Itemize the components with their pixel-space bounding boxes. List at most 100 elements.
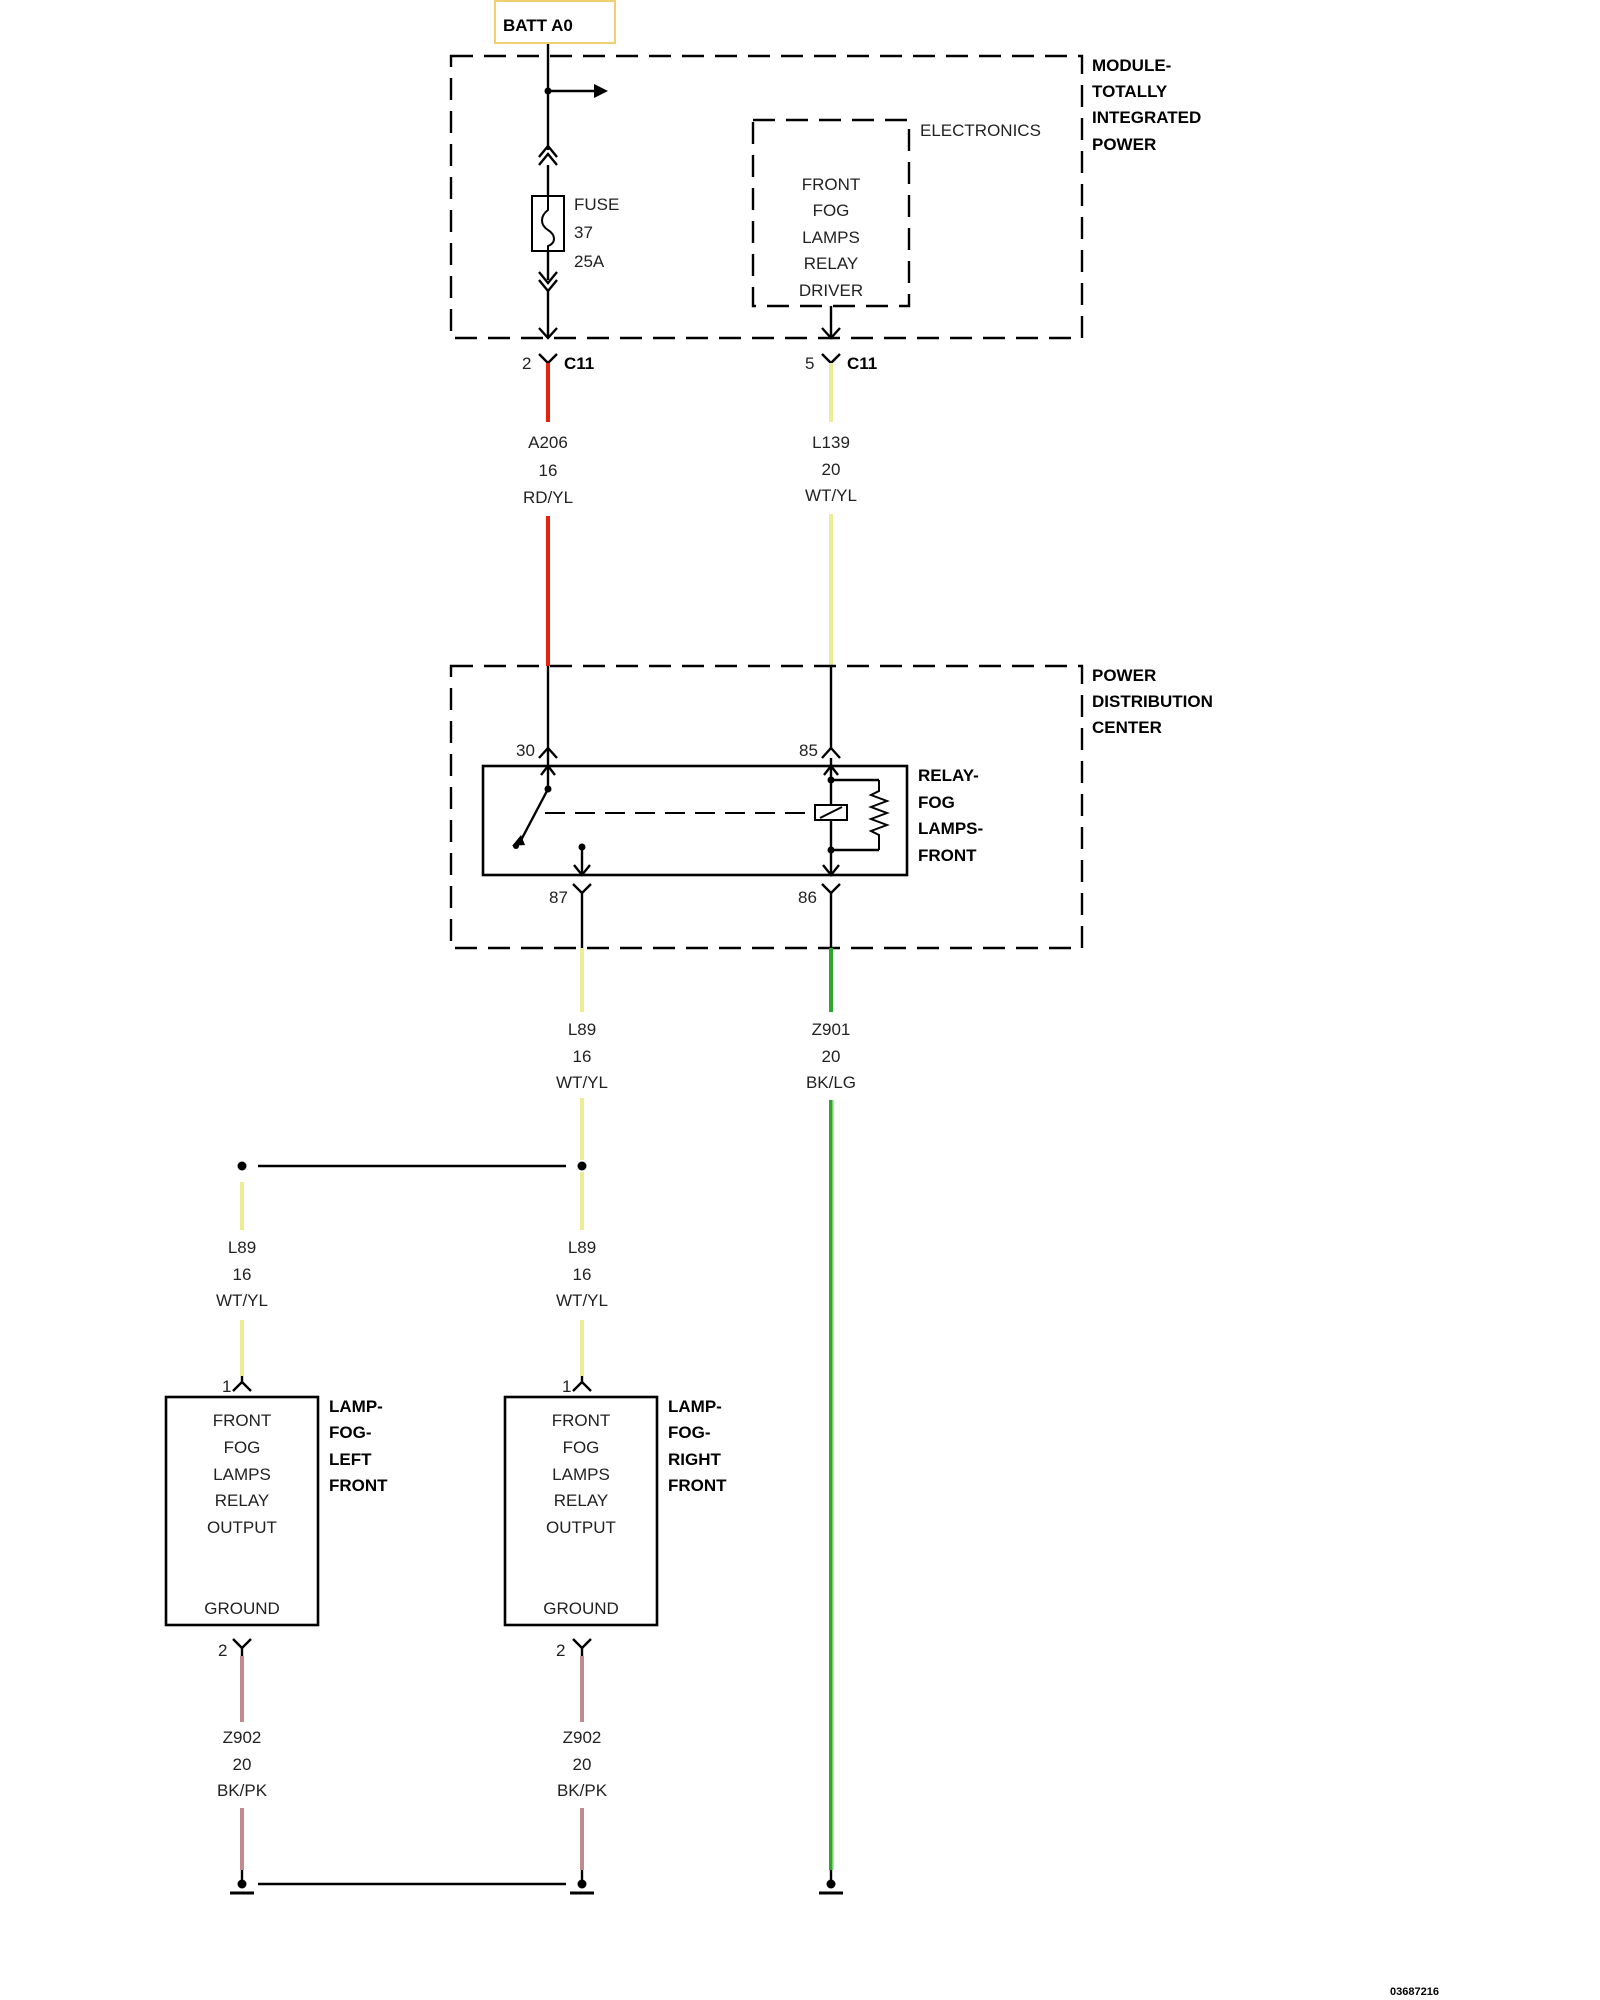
relay-pin-86: 86 bbox=[798, 883, 841, 948]
relay-pin-number: 85 bbox=[799, 741, 818, 760]
connector-pin-number: 5 bbox=[805, 354, 814, 373]
electronics-box-border bbox=[751, 118, 911, 308]
wire-gauge: 20 bbox=[573, 1755, 592, 1774]
electronics-line: FRONT bbox=[802, 175, 861, 194]
ground-left-icon bbox=[230, 1879, 254, 1895]
wire-id: Z902 bbox=[223, 1728, 262, 1747]
splice-l89 bbox=[237, 1161, 587, 1171]
relay-pin-number: 86 bbox=[798, 888, 817, 907]
wire-color-code: WT/YL bbox=[216, 1291, 268, 1310]
pdc-border bbox=[449, 664, 1084, 950]
wire-id: L139 bbox=[812, 433, 850, 452]
tipm-module-border bbox=[449, 54, 1084, 340]
electronics-line: DRIVER bbox=[799, 281, 863, 300]
tipm-label-line: TOTALLY bbox=[1092, 82, 1168, 101]
lamp-right-pin-1: 1 bbox=[562, 1377, 592, 1396]
tipm-label-line: MODULE- bbox=[1092, 56, 1171, 75]
connector-pin-number: 2 bbox=[556, 1641, 565, 1660]
wire-gauge: 16 bbox=[573, 1265, 592, 1284]
tipm-module-label: MODULE- TOTALLY INTEGRATED POWER bbox=[1092, 56, 1201, 154]
wire-id: L89 bbox=[228, 1238, 256, 1257]
lamp-right-pin-2: 2 bbox=[556, 1638, 592, 1660]
wire-gauge: 16 bbox=[539, 461, 558, 480]
diagram-code: 03687216 bbox=[1390, 1986, 1439, 1998]
lamp-box bbox=[164, 1395, 320, 1627]
relay-box bbox=[481, 764, 909, 877]
lamp-name-line: LEFT bbox=[329, 1450, 372, 1469]
wire-z902-left: Z902 20 BK/PK bbox=[217, 1656, 268, 1884]
ground-z901-icon bbox=[819, 1879, 843, 1895]
connector-pin-number: 2 bbox=[218, 1641, 227, 1660]
fuse-label: FUSE bbox=[574, 195, 619, 214]
wire-gauge: 20 bbox=[822, 460, 841, 479]
pdc-label-line: CENTER bbox=[1092, 718, 1162, 737]
wire-gauge: 20 bbox=[233, 1755, 252, 1774]
fuse-rating: 25A bbox=[574, 252, 605, 271]
connector-name: C11 bbox=[847, 354, 877, 373]
wire-gauge: 16 bbox=[233, 1265, 252, 1284]
lamp-inner-line: FOG bbox=[224, 1438, 261, 1457]
lamp-left-pin-2: 2 bbox=[218, 1638, 252, 1660]
pdc-label-line: POWER bbox=[1092, 666, 1156, 685]
lamp-inner-line: LAMPS bbox=[552, 1465, 610, 1484]
wire-color-code: RD/YL bbox=[523, 488, 573, 507]
electronics-line: RELAY bbox=[804, 254, 859, 273]
lamp-left-pin-1: 1 bbox=[222, 1377, 252, 1396]
wire-color-code: WT/YL bbox=[805, 486, 857, 505]
lamp-name-line: LAMP- bbox=[329, 1397, 383, 1416]
lamp-ground-label: GROUND bbox=[543, 1599, 619, 1618]
wire-id: Z902 bbox=[563, 1728, 602, 1747]
battery-label: BATT A0 bbox=[503, 16, 573, 35]
lamp-inner-line: RELAY bbox=[554, 1491, 609, 1510]
lamp-name-line: LAMP- bbox=[668, 1397, 722, 1416]
connector-c11-pin2: 2 C11 bbox=[522, 353, 594, 373]
lamp-fog-left-front: FRONT FOG LAMPS RELAY OUTPUT GROUND LAMP… bbox=[164, 1395, 388, 1627]
electronics-label: ELECTRONICS bbox=[920, 121, 1041, 140]
lamp-inner-line: FRONT bbox=[552, 1411, 611, 1430]
batt-feed-line bbox=[544, 44, 608, 150]
electronics-line: LAMPS bbox=[802, 228, 860, 247]
ground-right-icon bbox=[570, 1879, 594, 1895]
relay-label-line: FRONT bbox=[918, 846, 977, 865]
connector-name: C11 bbox=[564, 354, 594, 373]
relay-pin-30: 30 bbox=[516, 741, 558, 760]
tipm-label-line: INTEGRATED bbox=[1092, 108, 1201, 127]
wire-a206: A206 16 RD/YL bbox=[523, 363, 573, 748]
lamp-name-line: FRONT bbox=[668, 1476, 727, 1495]
wire-l139: L139 20 WT/YL bbox=[805, 363, 857, 748]
relay-label-line: FOG bbox=[918, 793, 955, 812]
wire-color-code: BK/PK bbox=[217, 1781, 268, 1800]
electronics-line: FOG bbox=[813, 201, 850, 220]
lamp-name-line: RIGHT bbox=[668, 1450, 722, 1469]
relay-label-line: LAMPS- bbox=[918, 819, 983, 838]
wire-color-code: WT/YL bbox=[556, 1291, 608, 1310]
electronics-driver-label: FRONT FOG LAMPS RELAY DRIVER bbox=[799, 175, 863, 300]
lamp-name-line: FOG- bbox=[668, 1423, 711, 1442]
connector-pin-number: 2 bbox=[522, 354, 531, 373]
lamp-fog-right-front: FRONT FOG LAMPS RELAY OUTPUT GROUND LAMP… bbox=[503, 1395, 727, 1627]
wire-l89-left: L89 16 WT/YL bbox=[216, 1182, 268, 1382]
relay-pin-number: 30 bbox=[516, 741, 535, 760]
driver-output-line bbox=[821, 306, 841, 340]
lamp-inner-line: FRONT bbox=[213, 1411, 272, 1430]
wire-l89-right: L89 16 WT/YL bbox=[556, 1182, 608, 1382]
lamp-box bbox=[503, 1395, 659, 1627]
connector-pin-number: 1 bbox=[222, 1377, 231, 1396]
battery-label-box: BATT A0 bbox=[494, 0, 616, 44]
wire-id: Z901 bbox=[812, 1020, 851, 1039]
relay-pin-87: 87 bbox=[549, 883, 592, 948]
fuse-37: FUSE 37 25A bbox=[531, 144, 619, 340]
connector-c11-pin5: 5 C11 bbox=[805, 353, 877, 373]
relay-switch bbox=[512, 748, 815, 877]
wire-z901: Z901 20 BK/LG bbox=[806, 948, 856, 1884]
wire-id: L89 bbox=[568, 1238, 596, 1257]
wire-l89-main: L89 16 WT/YL bbox=[556, 948, 608, 1230]
tipm-label-line: POWER bbox=[1092, 135, 1156, 154]
lamp-name-line: FOG- bbox=[329, 1423, 372, 1442]
lamp-inner-line: FOG bbox=[563, 1438, 600, 1457]
lamp-name-line: FRONT bbox=[329, 1476, 388, 1495]
lamp-inner-line: OUTPUT bbox=[546, 1518, 616, 1537]
wire-id: A206 bbox=[528, 433, 568, 452]
lamp-inner-line: RELAY bbox=[215, 1491, 270, 1510]
